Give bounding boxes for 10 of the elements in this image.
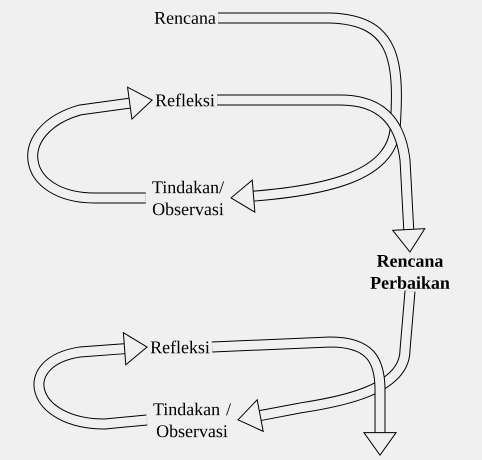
curved-arrow	[34, 332, 148, 430]
step-label: Rencana Perbaikan	[370, 255, 450, 289]
step-label: Rencana	[154, 12, 216, 24]
step-label: Refleksi	[156, 94, 215, 106]
step-label: Tindakan/ Observasi	[152, 180, 224, 216]
curved-arrow	[212, 336, 398, 456]
step-label: Refleksi	[150, 340, 210, 354]
step-label: Tindakan / Observasi	[153, 402, 232, 438]
curved-arrow	[28, 86, 153, 204]
curved-arrow	[218, 12, 402, 214]
